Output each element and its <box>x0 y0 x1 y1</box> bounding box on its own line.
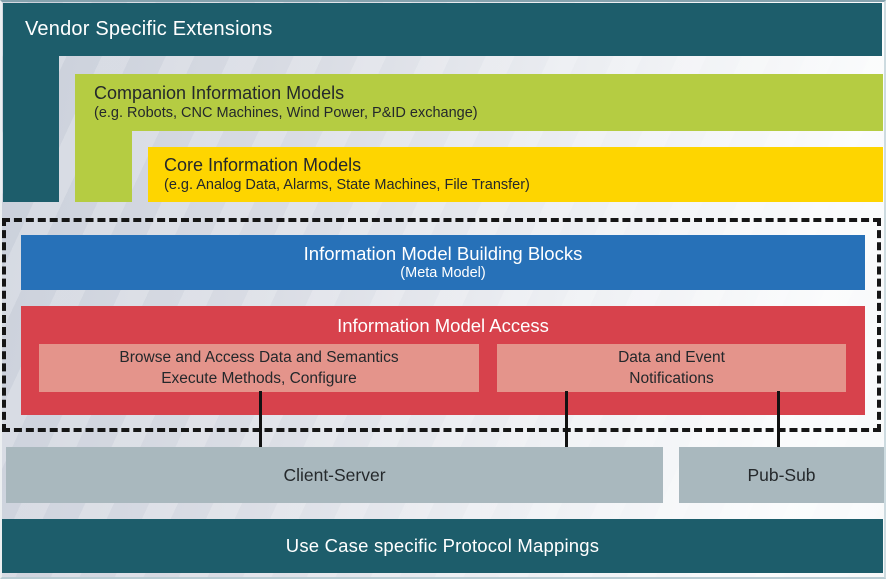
data-event-line1: Data and Event <box>618 349 725 366</box>
browse-access-box: Browse and Access Data and Semantics Exe… <box>39 344 479 392</box>
data-event-line2: Notifications <box>629 370 714 387</box>
client-server-box: Client-Server <box>6 447 663 503</box>
browse-access-line2: Execute Methods, Configure <box>161 370 357 387</box>
companion-models-subtitle: (e.g. Robots, CNC Machines, Wind Power, … <box>94 105 478 121</box>
vendor-extensions-band: Vendor Specific Extensions <box>3 3 882 56</box>
protocol-mappings-title: Use Case specific Protocol Mappings <box>285 535 600 556</box>
base-spec-dashed-outline <box>2 218 881 432</box>
model-access-title: Information Model Access <box>337 315 549 336</box>
client-server-label: Client-Server <box>283 464 386 485</box>
data-event-notifications-box: Data and Event Notifications <box>497 344 846 392</box>
browse-access-line1: Browse and Access Data and Semantics <box>119 349 399 366</box>
connector-line-notifications-to-client-server <box>565 391 568 447</box>
building-blocks-bar: Information Model Building Blocks (Meta … <box>21 235 865 290</box>
connector-line-notifications-to-pub-sub <box>777 391 780 447</box>
vendor-extensions-title: Vendor Specific Extensions <box>25 18 273 40</box>
core-models-title: Core Information Models <box>164 155 362 175</box>
connector-line-browse-to-client-server <box>259 391 262 447</box>
model-access-bar: Information Model Access Browse and Acce… <box>21 306 865 415</box>
building-blocks-title: Information Model Building Blocks <box>303 243 583 264</box>
companion-models-title: Companion Information Models <box>94 83 345 103</box>
pub-sub-label: Pub-Sub <box>747 464 816 485</box>
core-models-subtitle: (e.g. Analog Data, Alarms, State Machine… <box>164 177 530 193</box>
building-blocks-subtitle: (Meta Model) <box>400 265 486 281</box>
protocol-mappings-band: Use Case specific Protocol Mappings <box>2 519 883 573</box>
pub-sub-box: Pub-Sub <box>679 447 884 503</box>
core-models-band: Core Information Models (e.g. Analog Dat… <box>148 147 883 202</box>
companion-models-band: Companion Information Models (e.g. Robot… <box>75 74 883 131</box>
